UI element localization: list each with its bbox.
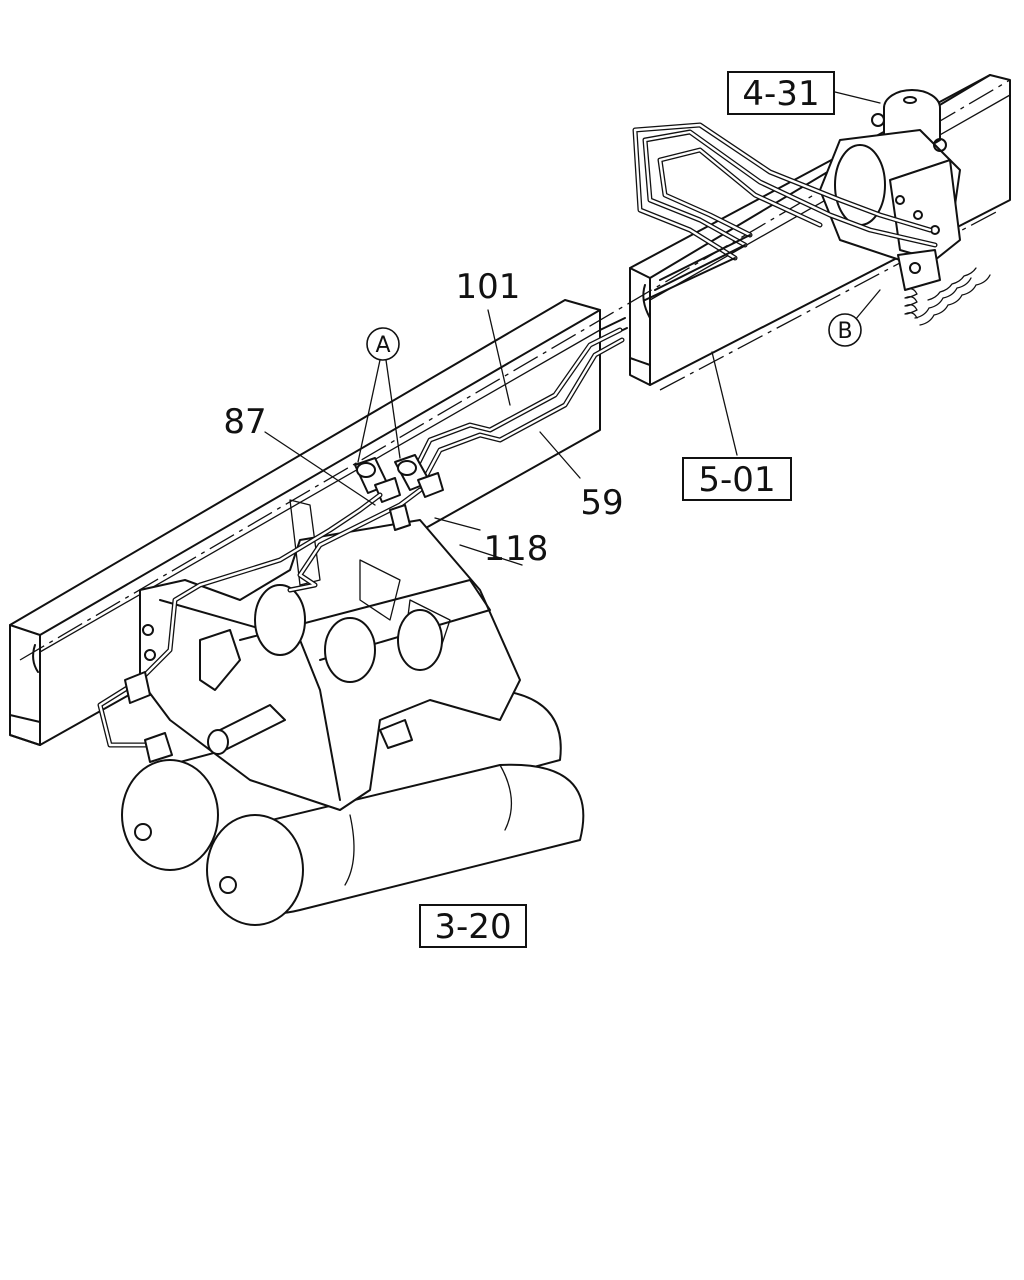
part-label-87: 87 <box>223 402 266 442</box>
callout-b-label: B <box>837 319 852 344</box>
ref-label-3-20: 3-20 <box>434 907 511 947</box>
ref-label-4-31: 4-31 <box>742 74 819 114</box>
coiled-hoses <box>904 267 991 326</box>
part-label-118: 118 <box>484 529 549 569</box>
part-label-59: 59 <box>580 483 623 523</box>
ref-box-4-31[interactable]: 4-31 <box>727 71 835 115</box>
ref-box-5-01[interactable]: 5-01 <box>682 457 792 501</box>
air-tank-front <box>206 763 585 926</box>
ref-label-5-01: 5-01 <box>698 460 775 500</box>
callout-a: A <box>366 327 400 361</box>
tank-bracket <box>139 499 521 811</box>
callout-b: B <box>828 313 862 347</box>
part-label-101: 101 <box>456 267 521 307</box>
brake-pipes <box>97 122 938 763</box>
ref-box-3-20[interactable]: 3-20 <box>419 904 527 948</box>
leader-lines <box>264 91 881 566</box>
callout-a-label: A <box>375 333 390 358</box>
frame-centerline <box>19 79 1011 661</box>
